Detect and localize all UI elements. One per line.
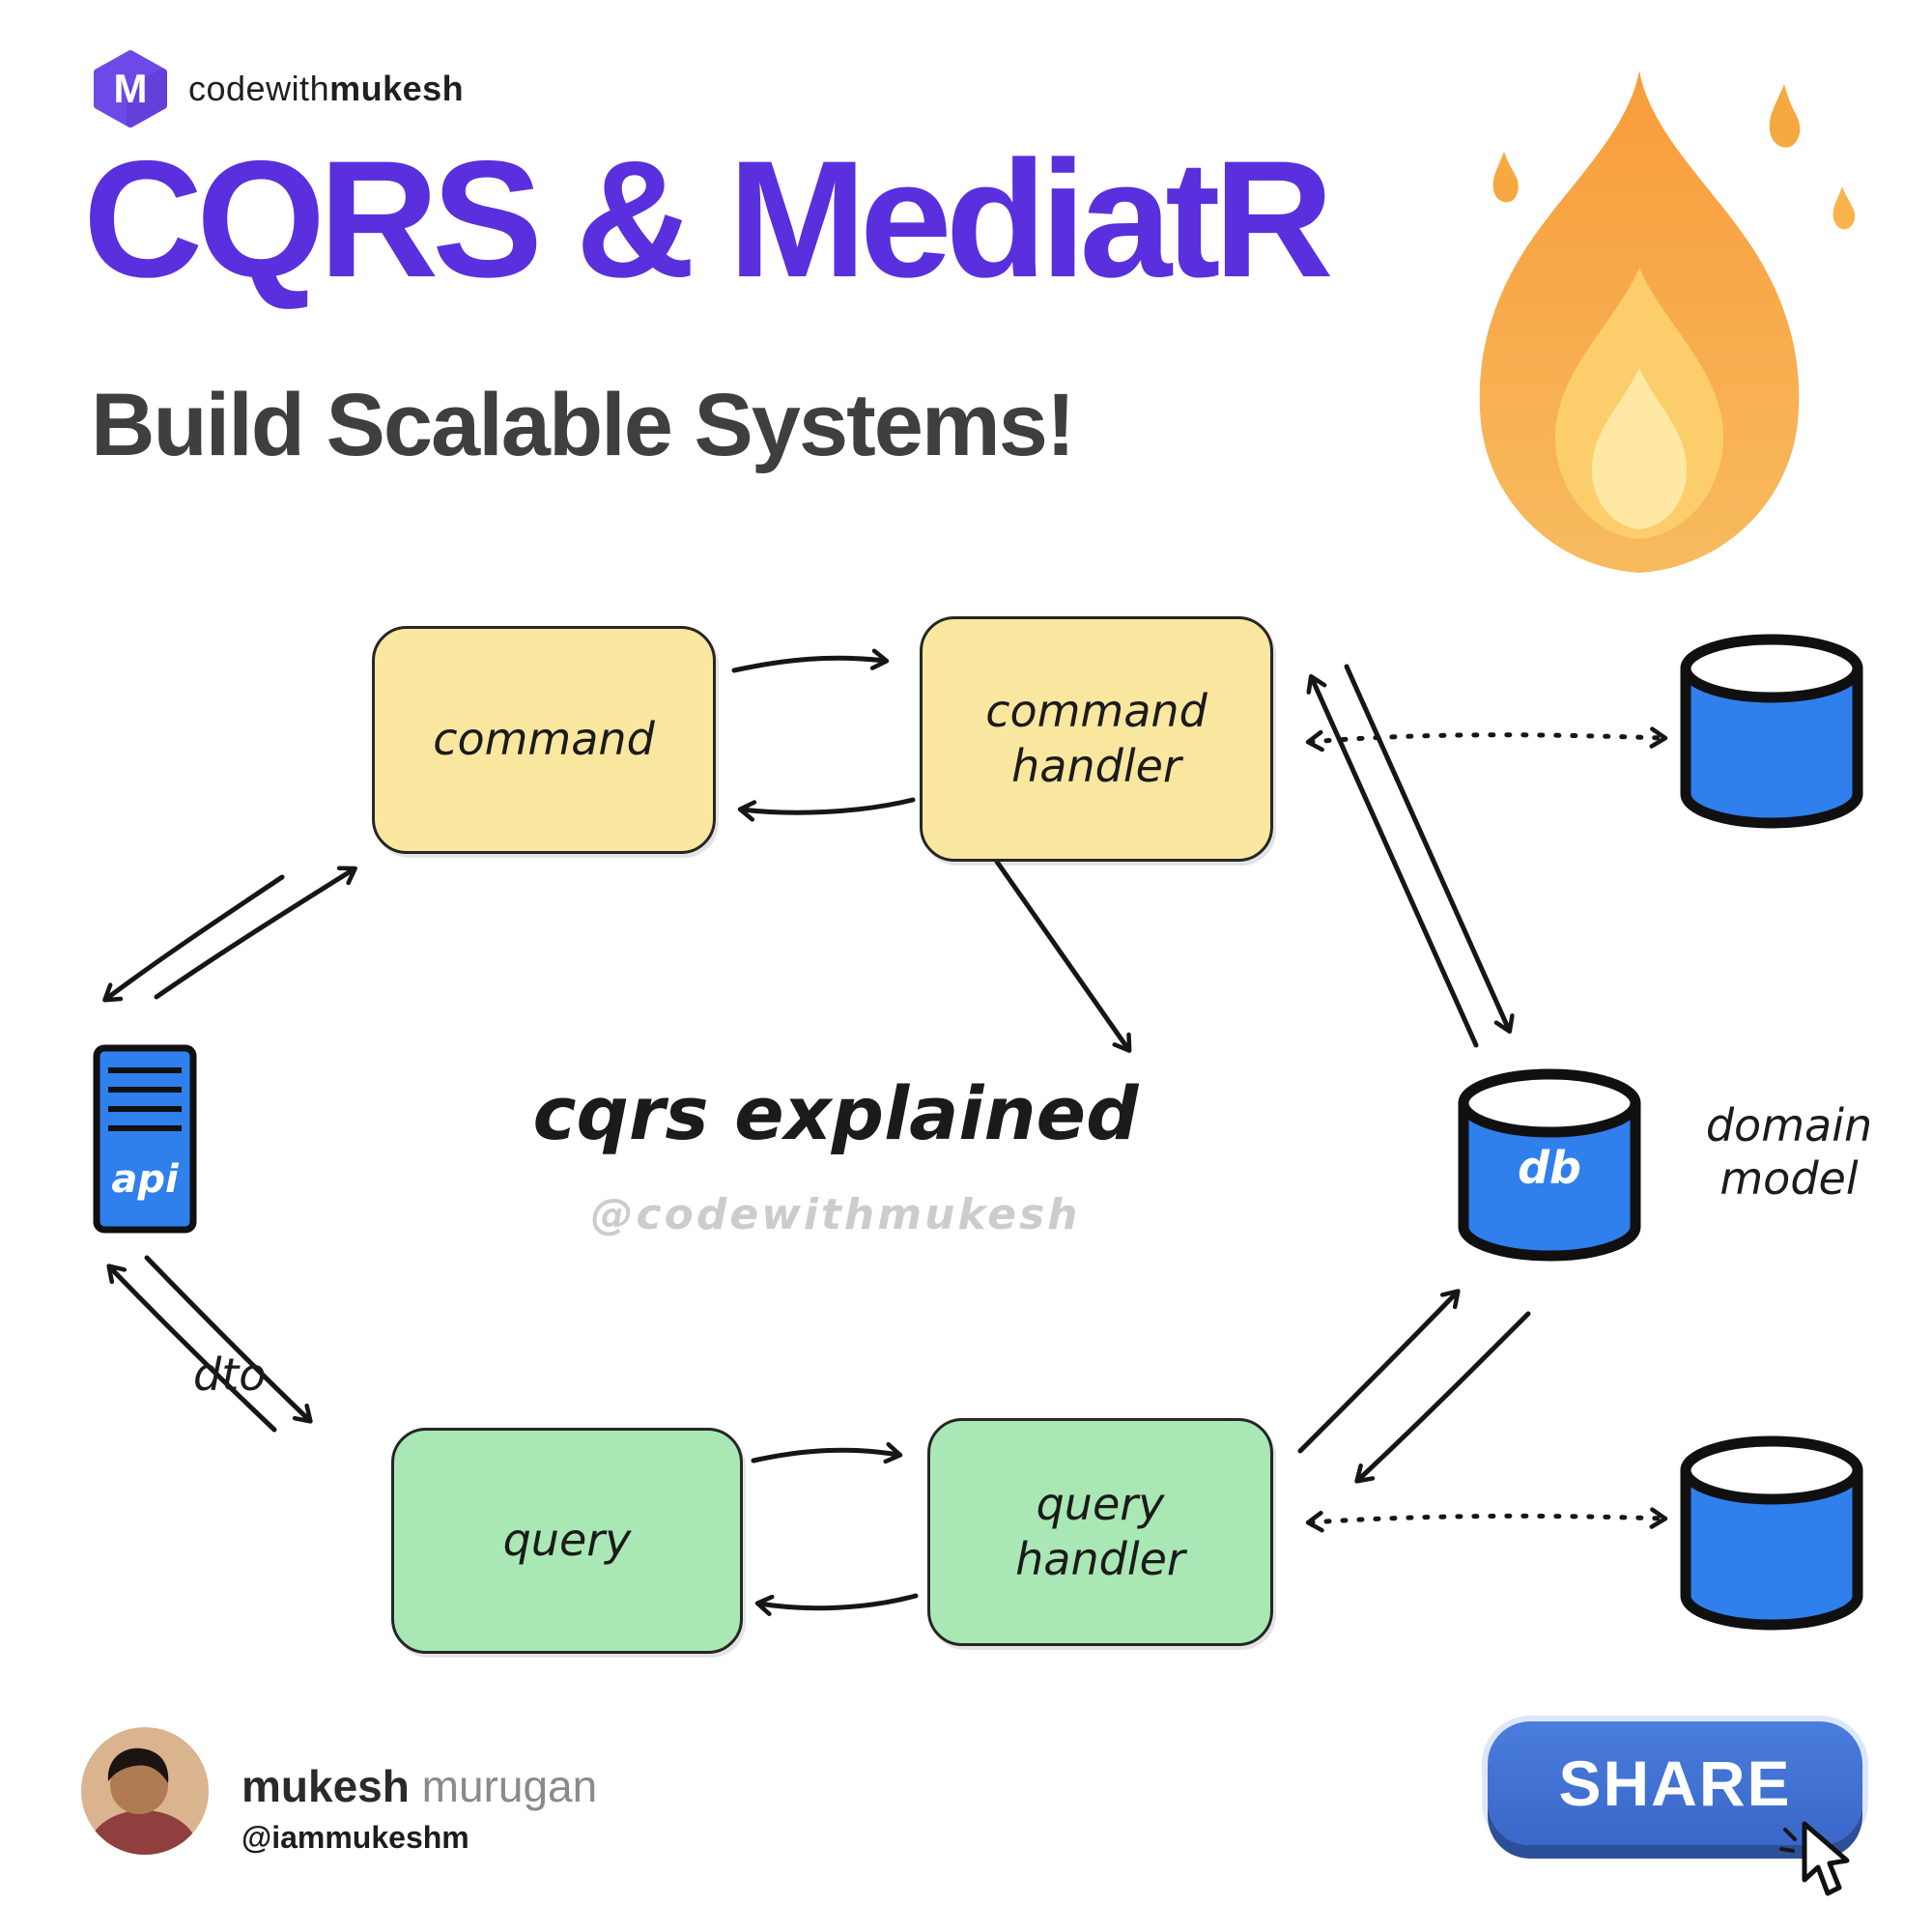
command-node: command (372, 626, 716, 854)
diagram-arrows (102, 648, 1668, 1617)
brand-monogram: M (113, 66, 148, 111)
brand-name-bold: mukesh (329, 69, 465, 108)
command-label: command (433, 713, 655, 766)
query-handler-node: query handler (927, 1418, 1273, 1646)
command-handler-label: command handler (985, 684, 1208, 793)
read-store-database-icon (1680, 1435, 1863, 1631)
cursor-icon (1779, 1821, 1850, 1896)
brand-name: codewithmukesh (188, 69, 464, 109)
diagram-title: cqrs explained (532, 1070, 1139, 1156)
fire-icon (1479, 71, 1856, 573)
brand-logo: M codewithmukesh (92, 50, 464, 128)
dto-label: dto (193, 1349, 267, 1401)
diagram-watermark: @codewithmukesh (590, 1190, 1081, 1239)
page-title: CQRS & MediatR (83, 127, 1334, 312)
share-button[interactable]: SHARE (1488, 1721, 1862, 1845)
brand-name-regular: codewith (188, 69, 330, 108)
query-label: query (502, 1514, 632, 1567)
api-label: api (111, 1157, 179, 1202)
db-label: db (1518, 1142, 1581, 1194)
db-database-icon (1458, 1068, 1641, 1262)
api-server-icon (93, 1044, 197, 1234)
avatar (81, 1727, 209, 1855)
page-subtitle: Build Scalable Systems! (91, 376, 1076, 474)
domain-model-label: domain model (1705, 1099, 1873, 1206)
author-first-name: mukesh (242, 1761, 410, 1811)
command-handler-node: command handler (920, 616, 1273, 862)
author-last-name: murugan (421, 1761, 598, 1811)
author-name: mukesh murugan (242, 1760, 597, 1812)
brand-hexagon-icon: M (92, 50, 169, 128)
write-store-database-icon (1680, 634, 1863, 829)
author-handle: @iammukeshm (242, 1820, 469, 1855)
query-node: query (391, 1428, 743, 1654)
query-handler-label: query handler (1015, 1477, 1185, 1586)
